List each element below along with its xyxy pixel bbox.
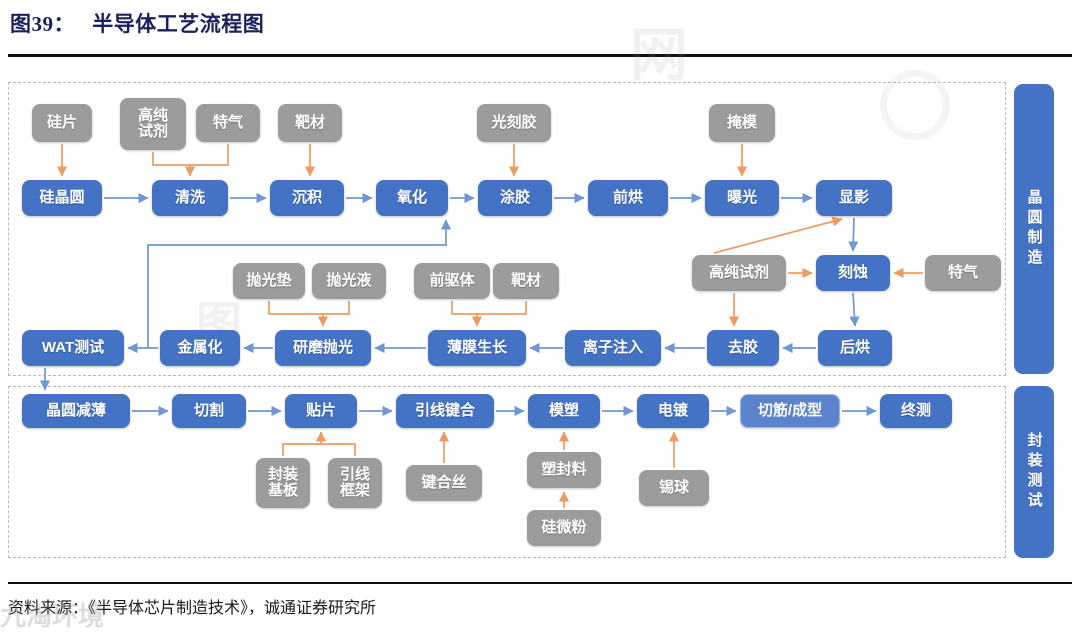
node-p-metalize[interactable]: 金属化 [160, 330, 240, 366]
node-p-pre-bake[interactable]: 前烘 [588, 180, 668, 216]
node-m-substrate[interactable]: 封装 基板 [256, 458, 310, 508]
node-p-wat[interactable]: WAT测试 [22, 330, 124, 366]
node-p-thinning[interactable]: 晶圆减薄 [22, 394, 130, 428]
title-divider [8, 54, 1072, 57]
node-p-develop[interactable]: 显影 [816, 180, 892, 216]
node-p-die-attach[interactable]: 贴片 [285, 394, 357, 428]
node-p-thin-film[interactable]: 薄膜生长 [428, 330, 526, 366]
page-title: 图39： 半导体工艺流程图 [10, 8, 264, 38]
node-m-high-purity-1[interactable]: 高纯 试剂 [120, 98, 186, 150]
source-note: 资料来源：《半导体芯片制造技术》，诚通证券研究所 [8, 600, 377, 617]
node-p-implant[interactable]: 离子注入 [565, 330, 661, 366]
node-p-wire-bond[interactable]: 引线键合 [396, 394, 494, 428]
node-p-clean[interactable]: 清洗 [152, 180, 228, 216]
node-m-silicon-wafer-raw[interactable]: 硅片 [32, 104, 92, 142]
node-m-special-gas-2[interactable]: 特气 [925, 255, 1001, 291]
node-m-photoresist[interactable]: 光刻胶 [477, 104, 551, 142]
node-p-exposure[interactable]: 曝光 [705, 180, 779, 216]
node-m-bond-wire[interactable]: 键合丝 [406, 465, 482, 501]
node-p-deposition[interactable]: 沉积 [270, 180, 344, 216]
node-m-high-purity-2[interactable]: 高纯试剂 [692, 255, 786, 291]
node-p-coating[interactable]: 涂胶 [478, 180, 552, 216]
node-m-target-2[interactable]: 靶材 [493, 263, 559, 299]
node-p-plating[interactable]: 电镀 [637, 394, 709, 428]
node-m-silica-powder[interactable]: 硅微粉 [527, 510, 601, 546]
node-m-solder-ball[interactable]: 锡球 [639, 470, 709, 506]
footer-divider [8, 582, 1072, 584]
node-m-target-1[interactable]: 靶材 [278, 104, 342, 142]
node-p-molding[interactable]: 模塑 [528, 394, 600, 428]
node-p-strip[interactable]: 去胶 [707, 330, 779, 366]
section-band-packaging-test: 封装测试 [1014, 386, 1054, 558]
node-p-silicon-wafer[interactable]: 硅晶圆 [22, 180, 102, 216]
node-p-trim-form[interactable]: 切筋/成型 [740, 394, 840, 428]
node-p-cmp[interactable]: 研磨抛光 [275, 330, 371, 366]
node-m-mold-compound[interactable]: 塑封料 [527, 452, 601, 488]
node-p-final-test[interactable]: 终测 [880, 394, 952, 428]
node-p-etch[interactable]: 刻蚀 [816, 255, 890, 291]
node-p-dicing[interactable]: 切割 [172, 394, 246, 428]
figure-label: 图39： [10, 12, 75, 36]
node-p-oxidation[interactable]: 氧化 [376, 180, 448, 216]
node-m-mask[interactable]: 掩模 [709, 104, 775, 142]
node-m-precursor[interactable]: 前驱体 [414, 263, 490, 299]
node-m-special-gas-1[interactable]: 特气 [196, 104, 260, 142]
figure-title-text: 半导体工艺流程图 [92, 12, 265, 36]
watermark-ring [880, 70, 950, 140]
section-band-wafer-fabrication: 晶圆制造 [1014, 84, 1054, 374]
node-m-polish-slurry[interactable]: 抛光液 [312, 263, 386, 299]
node-p-post-bake[interactable]: 后烘 [818, 330, 892, 366]
node-m-leadframe[interactable]: 引线 框架 [328, 458, 382, 508]
node-m-polish-pad[interactable]: 抛光垫 [233, 263, 305, 299]
